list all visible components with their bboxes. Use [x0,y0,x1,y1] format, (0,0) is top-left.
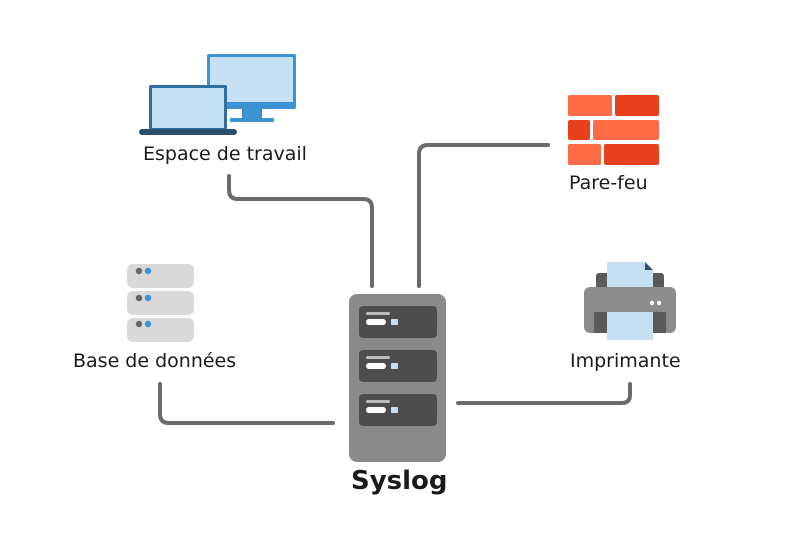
printer-icon [584,262,676,340]
connector-workstation [227,174,374,288]
firewall-icon [568,95,659,165]
workstation-icon [139,54,296,135]
database-icon [127,264,194,342]
server-icon [349,294,446,462]
connector-firewall [417,143,550,288]
firewall-label: Pare-feu [569,172,648,194]
workstation-label: Espace de travail [143,143,307,165]
database-label: Base de données [73,350,237,372]
connectors [158,143,632,425]
connector-printer [456,382,632,405]
connector-database [158,382,335,425]
syslog-label: Syslog [351,466,448,496]
printer-label: Imprimante [570,350,681,372]
